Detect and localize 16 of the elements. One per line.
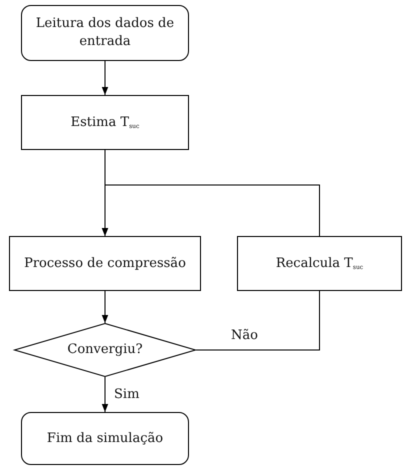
node-label: Recalcula T$_{suc}$ <box>276 254 364 272</box>
process-box <box>9 236 201 291</box>
node-label: Processo de compressão <box>24 254 186 272</box>
arrow <box>102 60 108 96</box>
terminal-box <box>21 5 189 61</box>
decision-diamond <box>14 323 196 377</box>
node-label: Convergiu? <box>67 341 143 359</box>
process-box <box>21 95 189 150</box>
node-label: Fim da simulação <box>46 430 164 448</box>
arrow <box>102 376 108 412</box>
terminal-box <box>21 412 189 465</box>
node-label: Leitura dos dados de entrada <box>34 15 176 51</box>
arrow <box>102 290 108 324</box>
process-box <box>237 236 402 291</box>
arrow <box>102 184 320 236</box>
node-label: Estima T$_{suc}$ <box>70 114 140 132</box>
